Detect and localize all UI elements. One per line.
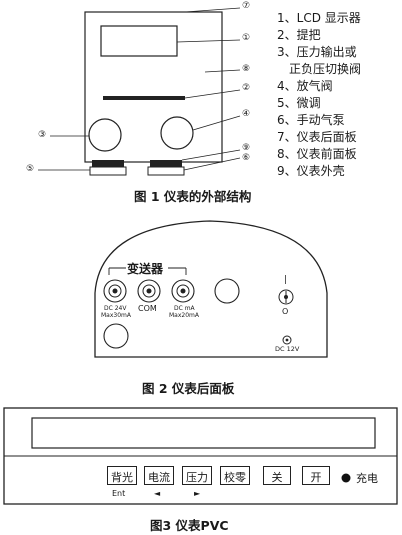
fig2-drawing	[94, 220, 328, 358]
charge-indicator	[341, 473, 351, 483]
power-off-mark: O	[282, 307, 289, 316]
callout-4: ④	[242, 109, 251, 119]
fine-adjust	[92, 160, 124, 167]
zero-button-label: 校零	[224, 471, 246, 484]
callout-9: ⑨	[242, 143, 251, 153]
transmitter-label: 变送器	[127, 262, 164, 276]
legend-item: 6、手动气泵	[277, 113, 345, 127]
bottom-port	[103, 323, 129, 349]
callout-2: ②	[242, 83, 251, 93]
switch-valve-knob	[88, 118, 122, 152]
fig2-caption: 图 2 仪表后面板	[142, 381, 235, 396]
fig3-drawing	[3, 407, 398, 505]
legend-item: 2、提把	[277, 28, 321, 42]
callout-3: ③	[38, 130, 47, 140]
dc-jack	[282, 335, 292, 345]
pressure-port	[214, 278, 240, 304]
backlight-button-label: 背光	[111, 471, 133, 484]
legend-item: 1、LCD 显示器	[277, 11, 361, 25]
backlight-sub: Ent	[112, 489, 126, 498]
rear-panel-outline	[94, 220, 328, 358]
legend-item: 5、微调	[277, 96, 321, 110]
instrument-housing	[84, 11, 223, 163]
charge-label: 充电	[356, 472, 378, 485]
com-label: COM	[138, 304, 157, 313]
on-button-label: 开	[310, 471, 322, 484]
front-lcd-window	[31, 417, 376, 449]
legend-item: 3、压力输出或	[277, 45, 357, 59]
dc24v-sub: Max30mA	[101, 312, 131, 319]
right-arrow-icon: ►	[194, 489, 201, 498]
off-button[interactable]: 关	[263, 466, 291, 485]
fig1-drawing	[38, 7, 241, 176]
pressure-button[interactable]: 压力	[182, 466, 212, 485]
legend-item: 8、仪表前面板	[277, 147, 357, 161]
fig3-caption: 图3 仪表PVC	[150, 518, 229, 533]
off-button-label: 关	[271, 471, 283, 484]
power-switch	[278, 289, 294, 305]
on-button[interactable]: 开	[302, 466, 330, 485]
dc24v-label: DC 24V	[104, 305, 127, 312]
backlight-button[interactable]: 背光	[107, 466, 137, 485]
callout-6: ⑥	[242, 153, 251, 163]
legend-item: 7、仪表后面板	[277, 130, 357, 144]
hand-pump-base	[147, 166, 185, 176]
fine-adjust-base	[89, 166, 127, 176]
fig1-legend: 1、LCD 显示器 2、提把 3、压力输出或 正负压切换阀 4、放气阀 5、微调…	[277, 10, 399, 180]
lcd-display	[100, 25, 178, 57]
callout-8: ⑧	[242, 64, 251, 74]
left-arrow-icon: ◄	[154, 489, 161, 498]
dc12v-label: DC 12V	[275, 345, 300, 353]
handle-slot	[103, 96, 185, 100]
legend-item: 9、仪表外壳	[277, 164, 345, 178]
legend-item: 正负压切换阀	[289, 62, 362, 76]
jack-com	[137, 279, 161, 303]
current-button[interactable]: 电流	[144, 466, 174, 485]
zero-button[interactable]: 校零	[220, 466, 250, 485]
legend-item: 4、放气阀	[277, 79, 333, 93]
jack-ma	[171, 279, 195, 303]
ma-label: DC mA	[174, 305, 195, 312]
callout-1: ①	[242, 33, 251, 43]
pressure-button-label: 压力	[186, 471, 208, 484]
current-button-label: 电流	[148, 471, 170, 484]
vent-valve-knob	[160, 116, 194, 150]
hand-pump	[150, 160, 182, 167]
jack-dc24v	[103, 279, 127, 303]
ma-sub: Max20mA	[169, 312, 199, 319]
callout-5: ⑤	[26, 164, 35, 174]
callout-7: ⑦	[242, 1, 251, 11]
power-on-mark: |	[284, 275, 288, 285]
fig1-caption: 图 1 仪表的外部结构	[134, 189, 252, 204]
